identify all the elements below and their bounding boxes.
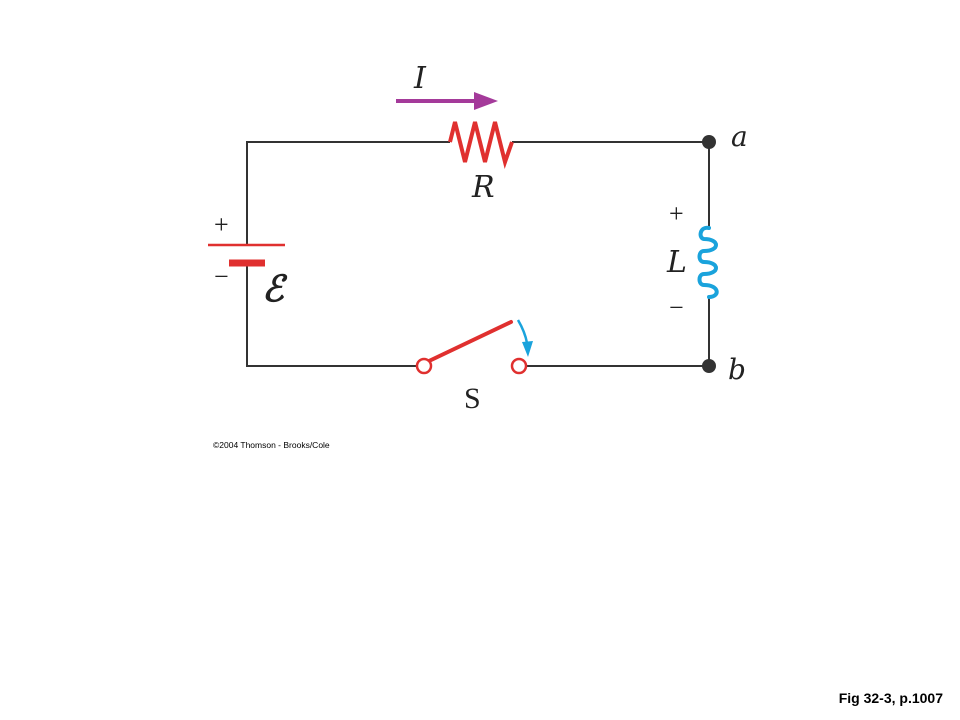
switch	[415, 320, 528, 375]
switch-left-terminal	[415, 357, 433, 375]
inductor-label: L	[666, 245, 687, 280]
wire-top-left	[246, 141, 450, 245]
emf-label: ℰ	[262, 268, 288, 310]
battery-plus-sign: +	[214, 210, 229, 239]
switch-blade	[427, 320, 513, 363]
current-label: I	[413, 61, 427, 96]
circuit-wires	[246, 141, 710, 367]
inductor-minus-sign: −	[669, 293, 684, 322]
current-arrow	[396, 92, 498, 110]
resistor-label: R	[471, 170, 495, 205]
battery-minus-sign: −	[214, 262, 229, 291]
node-a-dot	[702, 135, 716, 149]
wire-bottom-left	[246, 265, 417, 367]
switch-label: S	[464, 382, 481, 415]
node-a-label: a	[731, 120, 748, 153]
battery	[208, 243, 285, 267]
switch-right-terminal	[510, 357, 528, 375]
resistor	[448, 121, 514, 169]
inductor-coil	[697, 225, 719, 299]
copyright-notice: ©2004 Thomson - Brooks/Cole	[213, 440, 330, 450]
node-b-dot	[702, 359, 716, 373]
switch-arrow	[516, 319, 533, 357]
node-b-label: b	[728, 353, 746, 386]
inductor-plus-sign: +	[669, 199, 684, 228]
figure-caption: Fig 32-3, p.1007	[838, 690, 943, 706]
